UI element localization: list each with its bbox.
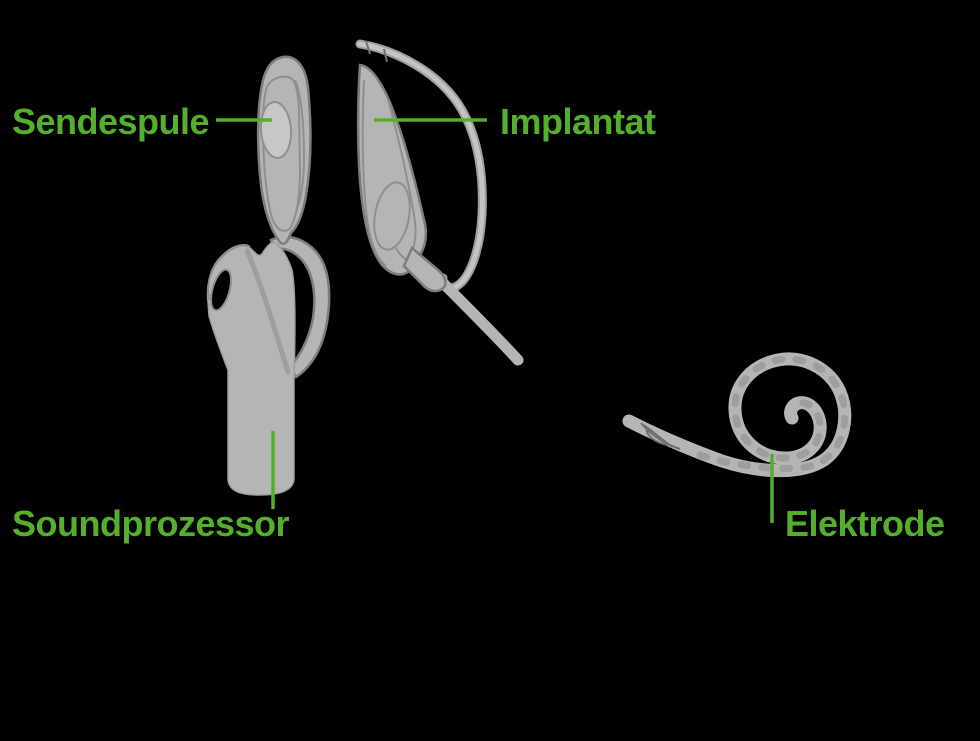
coil-rim-line (294, 79, 306, 213)
implant-wire-joint (365, 40, 371, 55)
label-soundprozessor: Soundprozessor (12, 503, 290, 544)
label-sendespule: Sendespule (12, 101, 210, 142)
electrode-connector-mark (645, 426, 669, 446)
label-elektrode: Elektrode (785, 503, 945, 544)
electrode-illustration (622, 352, 852, 478)
implant-electronics-oval (373, 181, 411, 251)
electrode-connector-mark (640, 422, 681, 450)
processor-crease (244, 248, 291, 375)
implant-body-contour (361, 79, 387, 267)
sound-processor-illustration (206, 235, 331, 496)
coil-magnet-button (259, 101, 293, 159)
implant-lead (437, 277, 524, 366)
transmitter-coil-illustration (256, 55, 312, 246)
leader-lines (216, 118, 774, 523)
implant-lead-stub (402, 245, 447, 293)
label-implantat: Implantat (500, 101, 656, 142)
electrode-contacts (696, 355, 849, 472)
implant-body-contour (387, 99, 417, 256)
processor-hook-hole (209, 268, 233, 312)
processor-bump-outline (207, 244, 251, 301)
implant-body (356, 63, 428, 276)
electrode-connector-mark (643, 424, 673, 448)
implant-illustration (355, 39, 524, 366)
implant-wire-joint (383, 48, 388, 63)
processor-ear-hook (269, 235, 331, 379)
